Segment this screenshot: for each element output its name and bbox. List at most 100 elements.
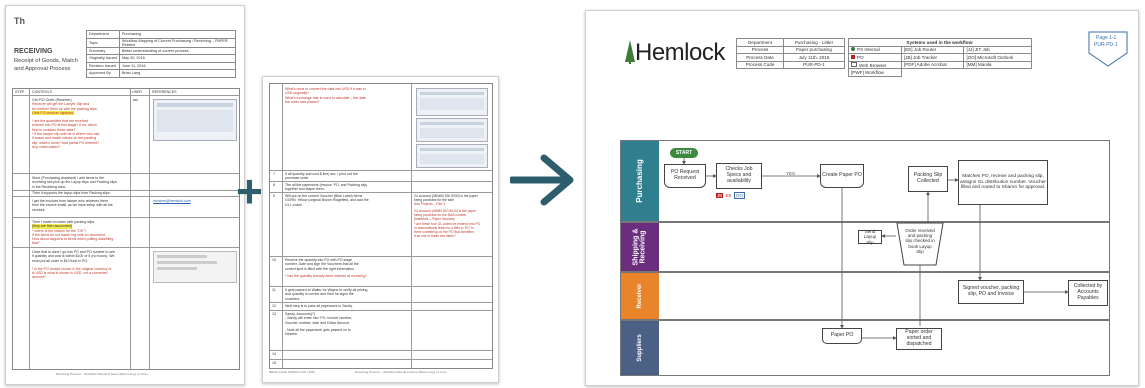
doc1-footer: Receiving Process – Workflow Manual & Se…: [56, 372, 148, 376]
row-text: Once that is done I go into PO and PO nu…: [32, 250, 116, 254]
doc2-screenshot-3: [416, 144, 488, 168]
row-note: What's done to convert the data into USD…: [285, 87, 366, 91]
meta-value: Brian Lang: [118, 69, 237, 78]
start-terminal: START: [670, 148, 698, 158]
row-note: slip, what is done? Add partial PO enter…: [32, 140, 100, 145]
row-note: is USD is what is shown in USD, not a co…: [32, 271, 108, 276]
square-icon: [851, 54, 855, 59]
system-label: PS Internal: [857, 47, 880, 53]
row-note-highlight: Gets PO receiver captured.: [32, 110, 75, 116]
row-text: vouchers.: [285, 296, 301, 301]
table-header-step: STEP: [15, 90, 25, 94]
doc1-steps-table: STEP CONTROLS USER REFERENCES Get P/O Or…: [12, 88, 240, 370]
row-text: Get P/O Order (Receiver): [32, 98, 72, 102]
system-tags: JB EE OO: [716, 192, 745, 199]
invoice-email-link[interactable]: invoices@hemlock.com: [153, 199, 191, 203]
row-text: Then I match invoices with packing slips: [32, 220, 95, 224]
row-note: field is contains these data?: [32, 127, 76, 132]
meta-value: PUR-PD-1: [783, 60, 845, 69]
system-label: Web Browser: [859, 62, 887, 68]
lane-purchasing: Purchasing: [620, 140, 1110, 222]
doc2-row-intro: What's done to convert the data into USD…: [285, 87, 366, 104]
row-text: must put all order in $10 fund in PO.: [32, 258, 89, 263]
lane-header-purchasing: Purchasing: [621, 141, 659, 221]
doc1-row2: Store (Purchasing Assistant) / add items…: [32, 176, 117, 189]
doc2-footer-right: Receiving Process – Workflow Manual & Se…: [355, 370, 447, 374]
step-number: 14: [272, 352, 276, 356]
row-note: (Materials – Paper Invoices): [414, 217, 456, 222]
row-note: Add Projects – Part 3: [414, 202, 446, 207]
doc1-title: RECEIVING: [14, 48, 53, 55]
step-number: 13: [272, 312, 276, 316]
row-note: there something on the PO that identifie…: [414, 229, 474, 234]
lane-header-suppliers: Suppliers: [621, 321, 659, 375]
row1-user: Ian: [133, 98, 138, 102]
node-order-received-text: Order received and packing slip checked …: [905, 228, 935, 254]
row-text: - Note all the paperwork gets passed on …: [285, 327, 351, 332]
row1-screenshot: [153, 99, 237, 141]
step-number: 15: [272, 361, 276, 365]
hemlock-logo-text: Hemlock: [635, 39, 725, 66]
row-note-highlight: (they are then accounted): [32, 224, 72, 229]
page-badge: Page 1-1 PUR-PD-1: [1088, 31, 1128, 67]
row-text: GL Account (080480 530 5030) is the pape…: [414, 194, 478, 198]
table-header-user: USER: [132, 90, 142, 94]
step-number: 12: [272, 304, 276, 308]
doc1-subtitle-line-2: and Approval Process: [14, 66, 71, 72]
row-text: purchase order.: [285, 176, 310, 181]
row-text: if quantity and cost is within $100 or 5…: [32, 254, 115, 259]
row-text: Receive the quantity into PO with PO sta…: [285, 258, 353, 262]
row-note: it cease and match values on the packing: [32, 136, 97, 141]
row-text: being purchase for the sale: [414, 198, 454, 203]
doc1-logo: Th: [14, 16, 25, 26]
row-note: * is the PO receipt shown in the origina…: [32, 266, 112, 271]
row-note: GL Account (08080 810 5010) is the paper: [414, 209, 477, 214]
row-note: If the items do not match log note on do…: [32, 232, 106, 237]
tag-jb: JB: [716, 193, 724, 198]
row-text: I get the invoices from lawyer who retri…: [32, 199, 108, 203]
step-number: 10: [272, 258, 276, 262]
lane-shipping-receiving: Shipping & Receiving: [620, 222, 1110, 272]
row-note: * has the quantity already been entered …: [285, 273, 367, 278]
row-text: and quantity is correct and then he sign…: [285, 292, 354, 297]
system-item: [PWF] Workflow: [848, 68, 902, 77]
plus-sign: +: [236, 165, 263, 217]
node-order-received: Order received and packing slip checked …: [896, 222, 944, 266]
receiving-document-page-1: Th RECEIVING Receipt of Goods, Match and…: [5, 5, 245, 385]
node-po-request-received: PO Request Received: [664, 164, 706, 188]
lane-receiver: Receiver: [620, 272, 1110, 320]
lane-header-receiver: Receiver: [621, 273, 659, 319]
row-text: together and staple them.: [285, 187, 325, 192]
node-paper-po: Paper PO: [822, 328, 862, 344]
node-check-job-specs: Checks Job Specs and availability: [716, 163, 762, 189]
doc2-row-9-references: GL Account (080480 530 5030) is the pape…: [414, 194, 480, 238]
meta-value: Workflow Mapping of Current Purchasing /…: [118, 37, 237, 48]
step-number: 8: [273, 183, 275, 187]
doc1-row3: Then it supports the layup slips from Pa…: [32, 191, 110, 195]
tree-icon: [625, 40, 635, 64]
row-text: in the Receiving area.: [32, 184, 66, 189]
arrow-right-icon: [510, 154, 574, 206]
doc1-subtitle-line-1: Receipt of Goods, Match: [14, 58, 78, 64]
window-icon: [851, 61, 857, 67]
row-note: * If the lawyer slip with be w where who…: [32, 132, 100, 137]
row-note: * are the quantities that are received: [32, 119, 89, 124]
doc2-screenshot-1: [416, 88, 488, 116]
doc1-row1-notes: Get P/O Order (Receiver) Receiver will g…: [32, 98, 100, 149]
step-number: 9: [273, 194, 275, 198]
row-text: number, Date and sign the Vouchers that …: [285, 262, 359, 267]
row-note: Any notes added?: [32, 144, 61, 149]
row6-screenshot: [153, 251, 237, 283]
row-text: GL1 codes: [285, 202, 302, 207]
label-yes: YES: [786, 171, 796, 176]
node-send-layup-slip: Send Layup Slip: [858, 229, 882, 245]
row-text: GGRN: Yellow (original Brown Ridgefield,…: [285, 198, 369, 203]
doc2-footer-left: BRIAN LANG WORKFLOW / 2016: [269, 370, 316, 374]
row-text: Sandy, Accounts(?): [285, 312, 316, 316]
system-item: [MM] Manila: [963, 60, 1032, 69]
row-note: amount?: [32, 275, 46, 280]
doc2-steps-table: What's done to convert the data into USD…: [269, 83, 493, 369]
row-text: correct spot is filled with the right in…: [285, 266, 356, 271]
doc2-row-10: Receive the quantity into PO with PO sta…: [285, 258, 367, 278]
row-text: If all quantity and cost $ line) are, I …: [285, 172, 358, 176]
